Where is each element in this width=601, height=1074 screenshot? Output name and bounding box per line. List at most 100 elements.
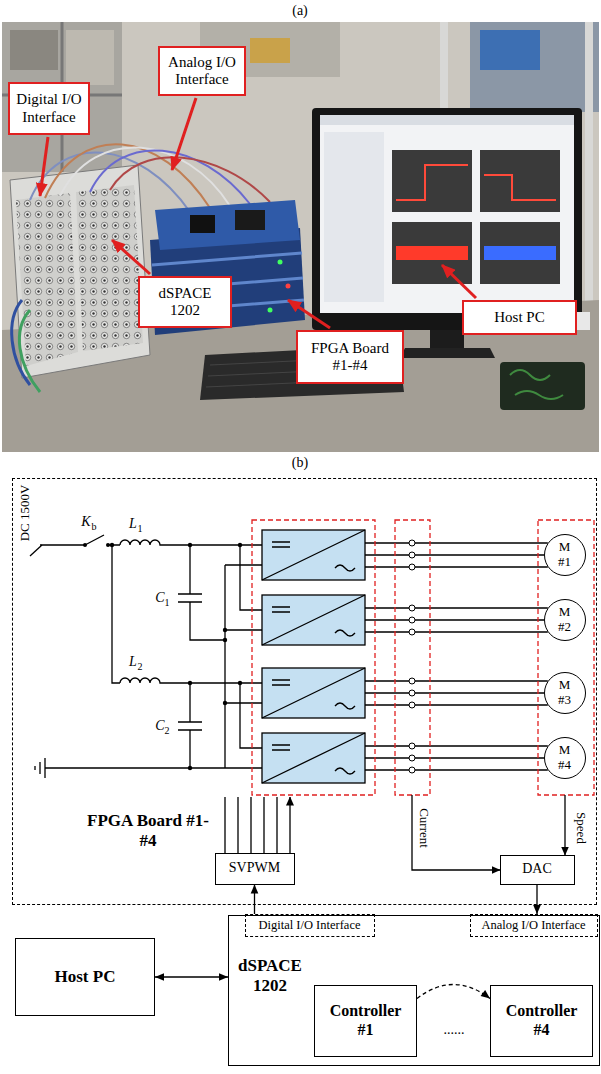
circuit-schematic-part-part <box>409 629 415 635</box>
lab-photo-part <box>76 185 143 351</box>
lab-photo-part <box>324 132 384 302</box>
lab-photo-part <box>2 22 599 452</box>
arrow-head <box>533 905 541 914</box>
lab-photo-part <box>500 362 585 410</box>
circuit-schematic-part-part <box>238 681 242 685</box>
photo-callout: Digital I/O Interface <box>8 82 90 135</box>
photo-callout: FPGA Board #1-#4 <box>296 330 404 384</box>
panel-tag: (a) <box>292 4 308 18</box>
component-symbol: K <box>81 515 90 529</box>
lab-photo-part <box>470 22 599 112</box>
lab-photo-part <box>16 193 78 366</box>
lab-photo-part <box>392 150 472 212</box>
circuit-schematic-part <box>365 681 548 705</box>
circuit-schematic-part-part <box>409 678 415 684</box>
lab-photo-part <box>320 115 574 313</box>
circuit-schematic-part <box>178 683 202 768</box>
lab-photo-part <box>480 30 540 70</box>
lab-photo-part <box>396 165 468 200</box>
connector-line <box>417 985 490 999</box>
lab-photo-part <box>110 157 270 202</box>
lab-photo-part <box>392 222 472 284</box>
component-subscript: 2 <box>138 662 143 672</box>
process-box: DAC <box>500 855 575 885</box>
component-symbol: C <box>155 719 164 733</box>
circuit-schematic-part <box>262 530 365 783</box>
circuit-schematic-part-part <box>395 520 430 795</box>
lab-photo-part <box>2 22 122 172</box>
circuit-schematic-part <box>240 545 262 748</box>
motor-text: M #4 <box>554 743 576 773</box>
lab-photo-part <box>585 22 593 322</box>
lab-photo-part <box>480 222 560 284</box>
arrow-head <box>155 973 164 981</box>
connector <box>533 885 541 915</box>
circuit-schematic-part-part <box>409 690 415 696</box>
component-subscript: 1 <box>165 598 170 608</box>
lab-photo-part <box>10 30 58 70</box>
connector <box>155 973 228 981</box>
ellipsis-mark: ...... <box>444 1023 465 1037</box>
circuit-schematic-part <box>178 545 225 640</box>
signal-name: Current <box>418 808 431 848</box>
lab-photo-part <box>60 147 230 206</box>
circuit-schematic-part-part <box>188 766 192 770</box>
callout-text: dSPACE 1202 <box>147 285 223 320</box>
lab-photo-part <box>430 330 464 348</box>
lab-photo-part <box>396 246 468 260</box>
circuit-schematic-part-part <box>409 564 415 570</box>
circuit-schematic-part-part <box>106 543 110 547</box>
lab-photo-part <box>484 246 556 260</box>
lab-photo-part <box>172 98 196 170</box>
circuit-schematic-part-part <box>538 520 594 795</box>
motor-circle: M #2 <box>544 599 586 641</box>
component-subscript: b <box>92 522 97 532</box>
motor-text: M #2 <box>554 605 576 635</box>
lab-photo-part <box>90 150 250 204</box>
component-symbol: L <box>129 517 137 531</box>
circuit-schematic-part <box>365 746 548 770</box>
circuit-schematic-part-part <box>238 543 242 547</box>
circuit-schematic-part-part <box>223 638 227 642</box>
circuit-schematic-part-part <box>409 743 415 749</box>
controller-box: Controller #1 <box>314 985 417 1057</box>
motor-text: M #3 <box>554 678 576 708</box>
circuit-schematic-part-part <box>409 552 415 558</box>
box-text: Digital I/O Interface <box>258 918 360 932</box>
circuit-schematic-part <box>35 758 45 778</box>
lab-photo <box>2 22 599 452</box>
lab-photo-part <box>400 348 495 358</box>
circuit-schematic-part <box>335 565 355 774</box>
box-text: Analog I/O Interface <box>481 918 585 932</box>
circuit-schematic-part <box>45 565 262 768</box>
motor-text: M #1 <box>554 540 576 570</box>
circuit-schematic-part <box>83 543 242 770</box>
lab-photo-part <box>250 38 290 63</box>
circuit-schematic-part-part <box>83 543 87 547</box>
circuit-schematic-part <box>112 545 120 683</box>
dspace-box: dSPACE 1202 Digital I/O Interface Analog I… <box>228 915 600 1066</box>
connector <box>417 985 490 999</box>
circuit-schematic-part-part <box>409 702 415 708</box>
box-title: dSPACE 1202 <box>233 956 307 995</box>
signal-name: Speed <box>575 812 588 844</box>
component-symbol: L <box>129 655 137 669</box>
motor-circle: M #3 <box>544 672 586 714</box>
box-text: DAC <box>522 861 552 877</box>
connector-line <box>155 976 228 977</box>
circuit-schematic-part <box>564 795 565 855</box>
connector <box>251 885 259 915</box>
circuit-schematic-part-part <box>223 701 227 705</box>
circuit-schematic-part-part <box>409 767 415 773</box>
box-text: Controller #4 <box>497 1002 587 1039</box>
lab-photo-part <box>2 22 122 172</box>
circuit-schematic-part-part <box>409 755 415 761</box>
lab-photo-part <box>190 215 215 233</box>
box-text: Controller #1 <box>321 1002 411 1039</box>
lab-photo-part <box>442 265 476 298</box>
lab-photo-part <box>235 210 265 230</box>
circuit-schematic <box>30 520 594 870</box>
fpga-region: FPGA Board #1-#4SVPWMDACM #1M #2M #3M #4 <box>12 478 597 905</box>
